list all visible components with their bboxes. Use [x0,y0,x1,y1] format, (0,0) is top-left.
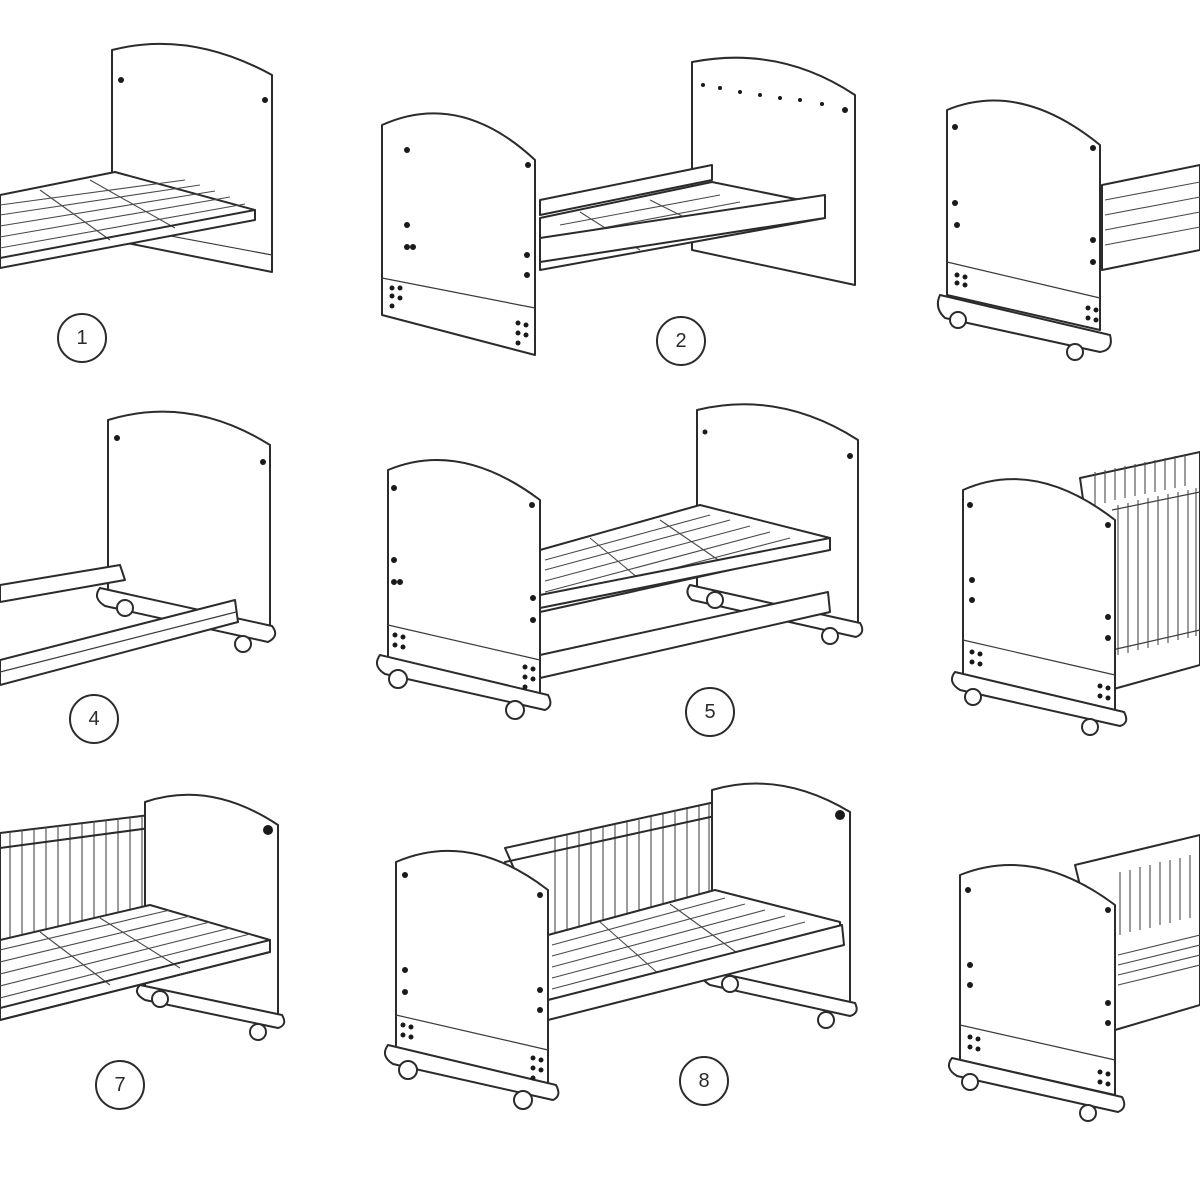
step-8-side-bars [554,804,710,935]
step-9-figure [947,834,1200,1122]
step-6-figure [950,451,1200,736]
step-3-base-runner [936,294,1112,353]
step-7-number: 7 [114,1074,125,1096]
step-7-figure [0,793,286,1041]
step-9-near-headboard [959,864,1116,1096]
step-5-far-headboard [696,403,859,626]
step-2-far-headboard [691,56,856,286]
step-6-side-bars [1094,454,1197,655]
step-9-base-runner [947,1057,1126,1113]
step-2-near-headboard [381,112,536,356]
step-5-figure [375,403,864,720]
step-8-badge: 8 [679,1056,729,1106]
step-4-number: 4 [88,708,99,730]
step-5-near-headboard [387,459,541,696]
step-3-rail [1101,164,1200,271]
step-7-badge: 7 [95,1060,145,1110]
step-8-near-headboard [395,849,549,1086]
step-4-rail-front [0,599,239,686]
step-2-figure [381,56,856,356]
step-5-near-runner [375,654,552,711]
step-1-figure [0,42,273,273]
step-8-number: 8 [698,1070,709,1092]
step-2-rail-back [539,164,713,216]
step-6-near-headboard [962,478,1116,711]
step-7-base-runner [135,984,286,1029]
step-9-side-bars [1117,855,1200,986]
step-5-rail-lower [539,591,831,679]
step-5-badge: 5 [685,687,735,737]
step-7-far-headboard [144,793,279,1021]
step-8-figure [383,782,858,1110]
step-3-figure [936,99,1200,361]
step-4-badge: 4 [69,694,119,744]
step-1-slats [0,179,246,249]
step-2-number: 2 [675,330,686,352]
step-3-near-headboard [946,99,1101,331]
step-2-rail-front [539,194,826,263]
step-5-number: 5 [704,701,715,723]
step-1-badge: 1 [57,313,107,363]
step-4-far-headboard [107,410,271,631]
step-1-number: 1 [76,327,87,349]
step-4-figure [0,410,277,686]
step-7-side-bars [9,816,143,938]
step-4-rail-back [0,564,126,603]
step-2-badge: 2 [656,316,706,366]
step-8-near-runner [383,1044,560,1101]
step-6-base-runner [950,671,1128,727]
